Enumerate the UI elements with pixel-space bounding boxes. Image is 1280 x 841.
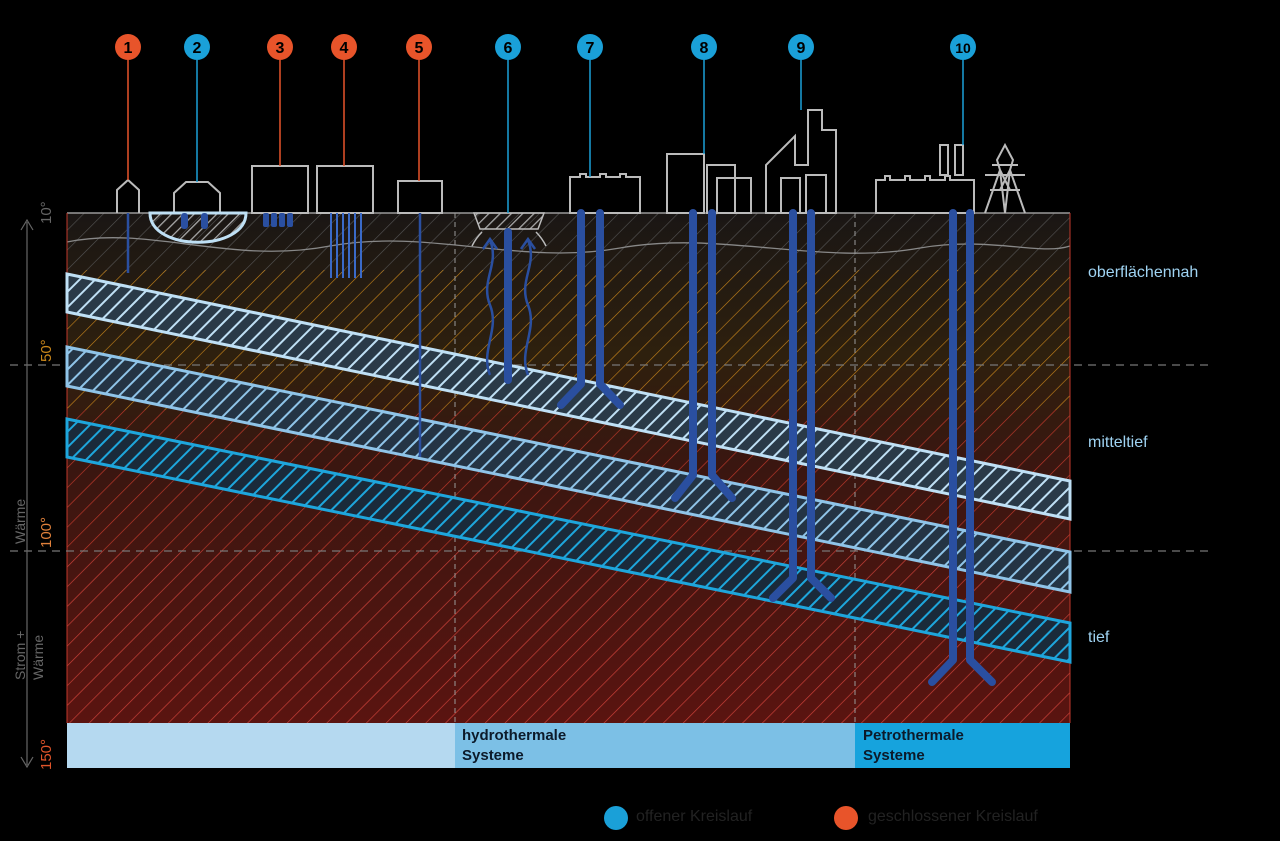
surface-buildings bbox=[116, 109, 1026, 214]
marker-circle-8 bbox=[691, 34, 717, 60]
temp-10: 10° bbox=[38, 201, 55, 224]
usage-heat: Wärme bbox=[12, 498, 28, 544]
legend-open-label: offener Kreislauf bbox=[636, 808, 753, 825]
marker-number-4: 4 bbox=[340, 40, 349, 57]
marker-circle-6 bbox=[495, 34, 521, 60]
marker-circle-2 bbox=[184, 34, 210, 60]
marker-number-10: 10 bbox=[955, 40, 971, 56]
marker-pins: 1 2 3 4 5 6 7 8 9 10 bbox=[115, 34, 976, 213]
bar-hydrothermal bbox=[455, 723, 855, 768]
bar-shallow bbox=[67, 723, 455, 768]
building-8c bbox=[716, 177, 752, 214]
usage-power-line2: Wärme bbox=[30, 634, 46, 680]
building-8a bbox=[666, 153, 705, 214]
system-hydro-line2: Systeme bbox=[462, 747, 524, 764]
building-2-house bbox=[173, 181, 221, 213]
marker-number-3: 3 bbox=[276, 40, 285, 57]
legend-closed-label: geschlossener Kreislauf bbox=[868, 808, 1038, 825]
temp-50: 50° bbox=[38, 339, 55, 362]
system-petro-label: Petrothermale Systeme bbox=[863, 726, 964, 766]
left-axis bbox=[20, 218, 34, 769]
building-4 bbox=[316, 165, 374, 214]
subsurface bbox=[66, 212, 1071, 768]
system-hydro-line1: hydrothermale bbox=[462, 727, 567, 744]
marker-number-2: 2 bbox=[193, 40, 202, 57]
temp-150: 150° bbox=[38, 738, 55, 770]
system-hydro-label: hydrothermale Systeme bbox=[462, 726, 566, 766]
legend-closed-dot bbox=[834, 806, 858, 830]
temp-100: 100° bbox=[38, 516, 55, 548]
marker-circle-4 bbox=[331, 34, 357, 60]
marker-number-7: 7 bbox=[586, 40, 595, 57]
building-9-plant bbox=[765, 109, 837, 214]
system-petro-line1: Petrothermale bbox=[863, 727, 964, 744]
marker-circle-10 bbox=[950, 34, 976, 60]
marker-number-9: 9 bbox=[797, 40, 806, 57]
marker-number-6: 6 bbox=[504, 40, 513, 57]
building-3 bbox=[251, 165, 309, 214]
marker-circle-7 bbox=[577, 34, 603, 60]
building-5 bbox=[397, 180, 443, 214]
system-bars bbox=[67, 723, 1070, 768]
marker-circle-3 bbox=[267, 34, 293, 60]
bar-petrothermal bbox=[855, 723, 1070, 768]
depth-label-deep: tief bbox=[1088, 629, 1110, 646]
marker-number-5: 5 bbox=[415, 40, 424, 57]
system-petro-line2: Systeme bbox=[863, 747, 925, 764]
building-8b bbox=[706, 164, 736, 214]
marker-circle-5 bbox=[406, 34, 432, 60]
building-1-house bbox=[116, 178, 140, 213]
legend-open-dot bbox=[604, 806, 628, 830]
building-7-plant bbox=[569, 173, 641, 214]
pylon-icon bbox=[984, 142, 1026, 214]
marker-circle-9 bbox=[788, 34, 814, 60]
depth-label-medium: mitteltief bbox=[1088, 434, 1148, 451]
installations bbox=[126, 209, 996, 686]
marker-number-1: 1 bbox=[124, 40, 133, 57]
depth-label-shallow: oberflächennah bbox=[1088, 264, 1199, 281]
usage-power-line1: Strom + bbox=[12, 630, 28, 680]
marker-circle-1 bbox=[115, 34, 141, 60]
marker-number-8: 8 bbox=[700, 40, 709, 57]
building-10-plant bbox=[875, 175, 975, 214]
